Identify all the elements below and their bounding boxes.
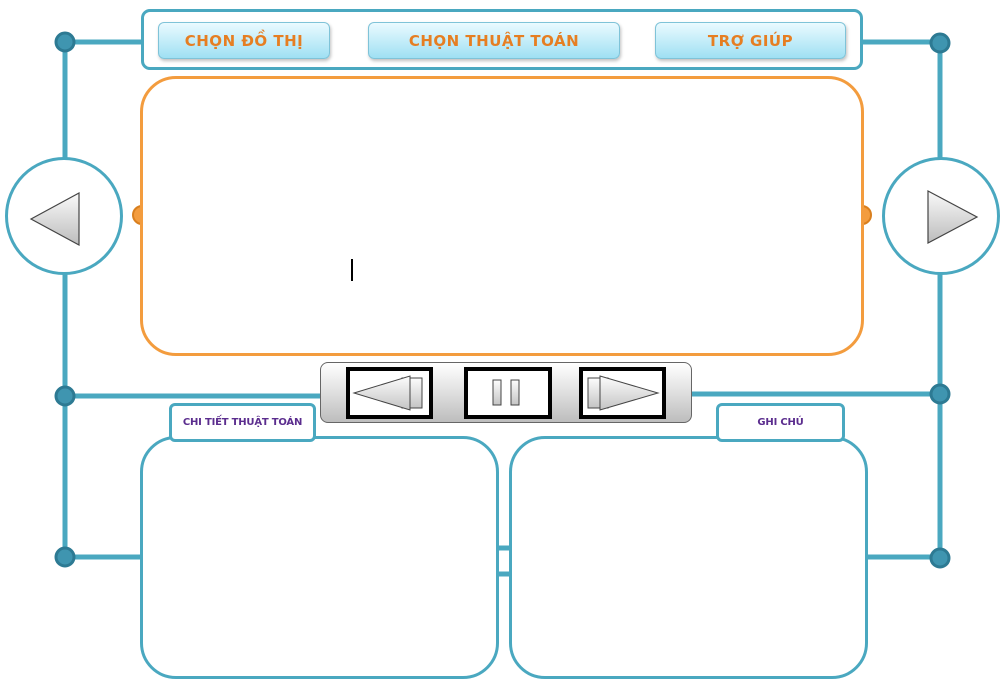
fast-forward-button[interactable] [579,367,666,419]
triangle-left-icon [29,191,80,247]
node-middle-right [929,383,951,405]
node-bottom-left [54,546,76,568]
algorithm-detail-panel [140,436,499,679]
graph-canvas[interactable] [140,76,864,356]
fast-forward-icon [587,375,660,411]
help-button[interactable]: TRỢ GIÚP [655,22,846,59]
playback-controls [320,362,692,423]
menu-bar: CHỌN ĐỒ THỊ CHỌN THUẬT TOÁN TRỢ GIÚP [141,9,863,70]
algorithm-detail-label: CHI TIẾT THUẬT TOÁN [169,403,316,442]
node-top-left [54,31,76,53]
next-step-button[interactable] [882,157,1000,275]
triangle-right-icon [927,190,979,244]
pause-button[interactable] [464,367,552,419]
node-middle-left [54,385,76,407]
rewind-button[interactable] [346,367,433,419]
choose-algorithm-button[interactable]: CHỌN THUẬT TOÁN [368,22,620,59]
choose-graph-button[interactable]: CHỌN ĐỒ THỊ [158,22,330,59]
notes-label: GHI CHÚ [716,403,845,442]
pause-icon [492,379,520,406]
notes-panel [509,436,868,679]
rewind-icon [352,375,423,411]
node-top-right [929,32,951,54]
node-bottom-right [929,547,951,569]
previous-step-button[interactable] [5,157,123,275]
text-caret [351,259,353,281]
